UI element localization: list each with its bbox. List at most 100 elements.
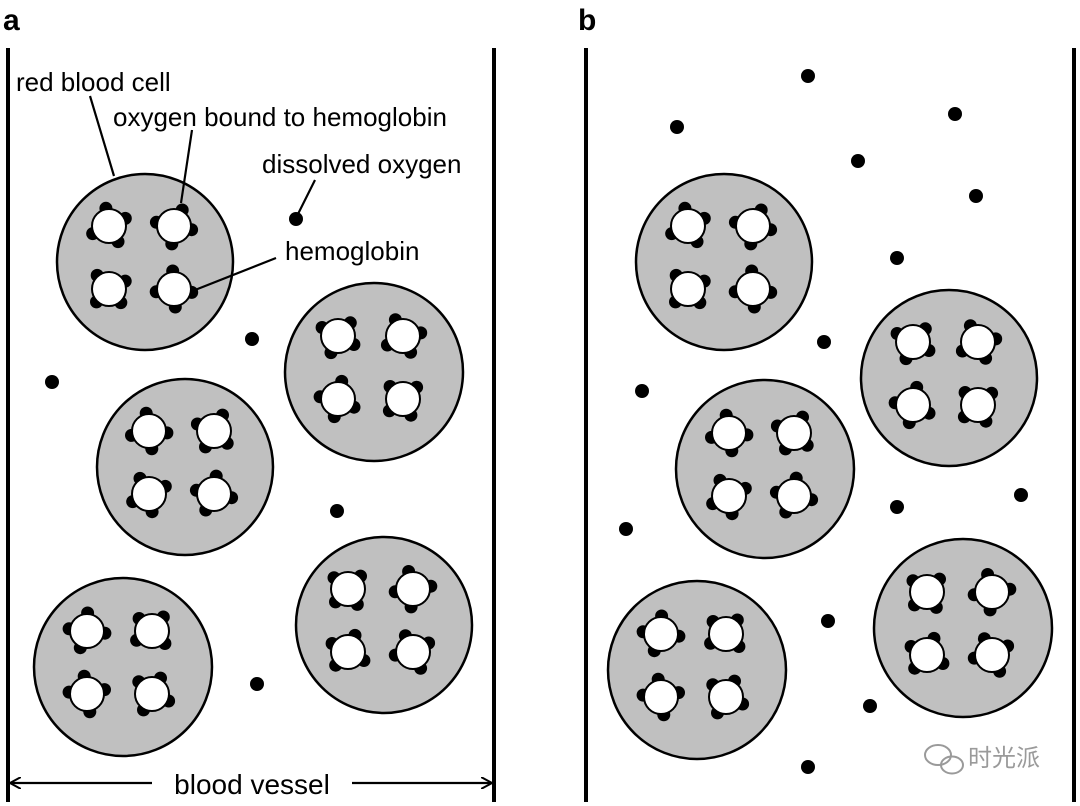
hemoglobin (708, 679, 744, 715)
cell-body (634, 172, 814, 352)
hemoglobin (330, 571, 366, 607)
hemoglobin (156, 208, 192, 244)
panel-a: a red blood cell oxygen bound to hemoglo… (3, 4, 496, 802)
hemoglobin (776, 415, 812, 451)
red-blood-cell-a-3 (95, 377, 275, 557)
hemoglobin (69, 613, 105, 649)
hemoglobin (909, 637, 945, 673)
hemoglobin (134, 613, 170, 649)
dissolved-oxygen-panel-b (619, 69, 1028, 774)
hemoglobin (395, 571, 431, 607)
cell-body (872, 537, 1054, 719)
dissolved-oxygen-leader (297, 179, 316, 215)
hemoglobin (134, 676, 170, 712)
cell-body (283, 281, 465, 463)
dissolved-oxygen-dot (801, 69, 815, 83)
hemoglobin (670, 208, 706, 244)
cell-body (95, 377, 275, 557)
hemoglobin (156, 271, 192, 307)
hemoglobin-label: hemoglobin (285, 236, 419, 266)
panel-b-letter: b (578, 4, 596, 37)
cell-body (55, 172, 235, 352)
cells-panel-a (32, 172, 474, 758)
dissolved-oxygen-dot (948, 107, 962, 121)
hemoglobin (131, 413, 167, 449)
hemoglobin (91, 271, 127, 307)
red-blood-cell-a-4 (294, 535, 474, 715)
oxygen-bound-label: oxygen bound to hemoglobin (113, 102, 447, 132)
hemoglobin (670, 271, 706, 307)
dissolved-oxygen-dot (801, 760, 815, 774)
red-blood-cell-leader (88, 95, 116, 177)
hemoglobin (909, 574, 945, 610)
red-blood-cell-b-5 (606, 579, 788, 761)
hemoglobin (385, 318, 421, 354)
oxygen-bound-leader (179, 129, 194, 204)
dissolved-oxygen-dot (817, 335, 831, 349)
cell-body (606, 579, 788, 761)
hemoglobin (711, 478, 747, 514)
dissolved-oxygen-dot (863, 699, 877, 713)
hemoglobin (385, 381, 421, 417)
dissolved-oxygen-dot (619, 522, 633, 536)
hemoglobin (974, 574, 1010, 610)
hemoglobin (91, 208, 127, 244)
hemoglobin (974, 637, 1010, 673)
hemoglobin (735, 208, 771, 244)
hemoglobin (643, 679, 679, 715)
dissolved-oxygen-dot (245, 332, 259, 346)
hemoglobin (320, 381, 356, 417)
dissolved-oxygen-dot (635, 384, 649, 398)
red-blood-cell-b-3 (674, 378, 856, 560)
dissolved-oxygen-dot (851, 154, 865, 168)
red-blood-cell-b-2 (859, 288, 1039, 468)
dissolved-oxygen-dot (890, 251, 904, 265)
hemoglobin (708, 616, 744, 652)
dissolved-oxygen-dot (969, 189, 983, 203)
dissolved-oxygen-dot (821, 614, 835, 628)
cells-panel-b (606, 172, 1054, 761)
dissolved-oxygen-dot (45, 375, 59, 389)
hemoglobin (776, 478, 812, 514)
dissolved-oxygen-dot (330, 504, 344, 518)
hemoglobin (960, 387, 996, 423)
panel-a-letter: a (3, 4, 20, 37)
red-blood-cell-label: red blood cell (16, 67, 171, 97)
cell-body (859, 288, 1039, 468)
cell-body (32, 576, 214, 758)
hemoglobin (395, 634, 431, 670)
hemoglobin (196, 476, 232, 512)
red-blood-cell-a-2 (283, 281, 465, 463)
dissolved-oxygen-dot (670, 120, 684, 134)
wechat-icon (924, 744, 964, 775)
hemoglobin (960, 324, 996, 360)
dissolved-oxygen-dot (250, 677, 264, 691)
dissolved-oxygen-dot (890, 500, 904, 514)
dissolved-oxygen-dot (1014, 488, 1028, 502)
red-blood-cell-b-4 (872, 537, 1054, 719)
hemoglobin (196, 413, 232, 449)
hemoglobin (735, 271, 771, 307)
cell-body (294, 535, 474, 715)
hemoglobin (711, 415, 747, 451)
red-blood-cell-a-5 (32, 576, 214, 758)
hemoglobin (330, 634, 366, 670)
red-blood-cell-a-1 (55, 172, 235, 352)
hemoglobin (895, 324, 931, 360)
blood-vessel-label: blood vessel (174, 769, 330, 800)
panel-b: b (578, 4, 1076, 802)
red-blood-cell-b-1 (634, 172, 814, 352)
hemoglobin-leader (194, 256, 277, 292)
watermark: 时光派 (924, 744, 1040, 775)
hemoglobin (895, 387, 931, 423)
hemoglobin (643, 616, 679, 652)
hemoglobin (131, 476, 167, 512)
dissolved-oxygen-label: dissolved oxygen (262, 149, 461, 179)
hemoglobin (69, 676, 105, 712)
dissolved-oxygen-panel-a (45, 212, 344, 691)
dissolved-oxygen-dot (289, 212, 303, 226)
hemoglobin (320, 318, 356, 354)
cell-body (674, 378, 856, 560)
watermark-text: 时光派 (968, 744, 1040, 772)
